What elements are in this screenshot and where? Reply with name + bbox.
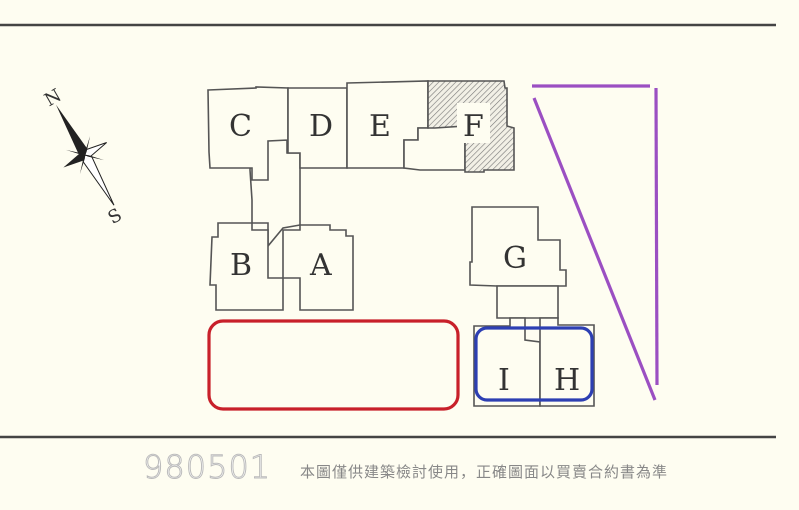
red-highlight-area (207, 319, 460, 411)
document-code: 980501 (142, 448, 272, 487)
building-g-label: G (503, 241, 527, 276)
disclaimer-text: 本圖僅供建築檢討使用，正確圖面以買賣合約書為準 (300, 463, 669, 481)
compass-icon (56, 104, 115, 206)
building-i-label: I (498, 363, 510, 398)
building-b (209, 222, 284, 311)
building-f-label: F (463, 109, 484, 144)
blue-highlight-area (474, 326, 594, 402)
building-d-label: D (309, 109, 333, 144)
building-a (282, 224, 354, 311)
building-c (207, 86, 289, 181)
building-a-label: A (309, 248, 332, 283)
building-h (539, 317, 595, 407)
purple-boundary-lines (532, 84, 659, 401)
building-f-label-box (457, 103, 490, 143)
building-b-label: B (230, 248, 252, 283)
building-h-label: H (554, 363, 580, 398)
building-e-label: E (369, 109, 391, 144)
building-i (473, 317, 541, 407)
compass-south-label: S (104, 205, 125, 229)
building-g-connector (496, 285, 559, 319)
building-c-label: C (229, 109, 252, 144)
building-g (469, 206, 567, 287)
compass-north-label: N (41, 85, 65, 111)
